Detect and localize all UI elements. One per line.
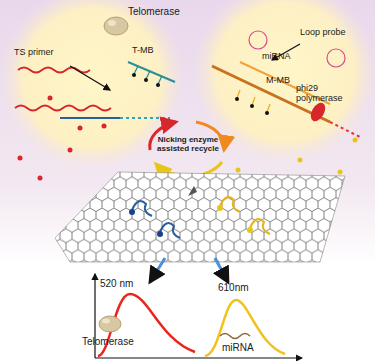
primer-label: TS primer	[14, 48, 74, 58]
enzyme-label: Telomerase	[128, 6, 198, 17]
peak-label: miRNA	[222, 342, 272, 353]
wavelength-label: 610nm	[218, 282, 263, 293]
target-label: miRNA	[262, 52, 302, 62]
cycle-label: Nicking enzyme assisted recycle	[143, 136, 233, 154]
probe-label: Loop probe	[300, 28, 370, 38]
wavelength-label: 520 nm	[100, 278, 150, 289]
enzyme-label: phi29 polymerase	[296, 84, 356, 104]
peak-label: Telomerase	[82, 336, 152, 347]
probe-label: T-MB	[132, 46, 172, 56]
